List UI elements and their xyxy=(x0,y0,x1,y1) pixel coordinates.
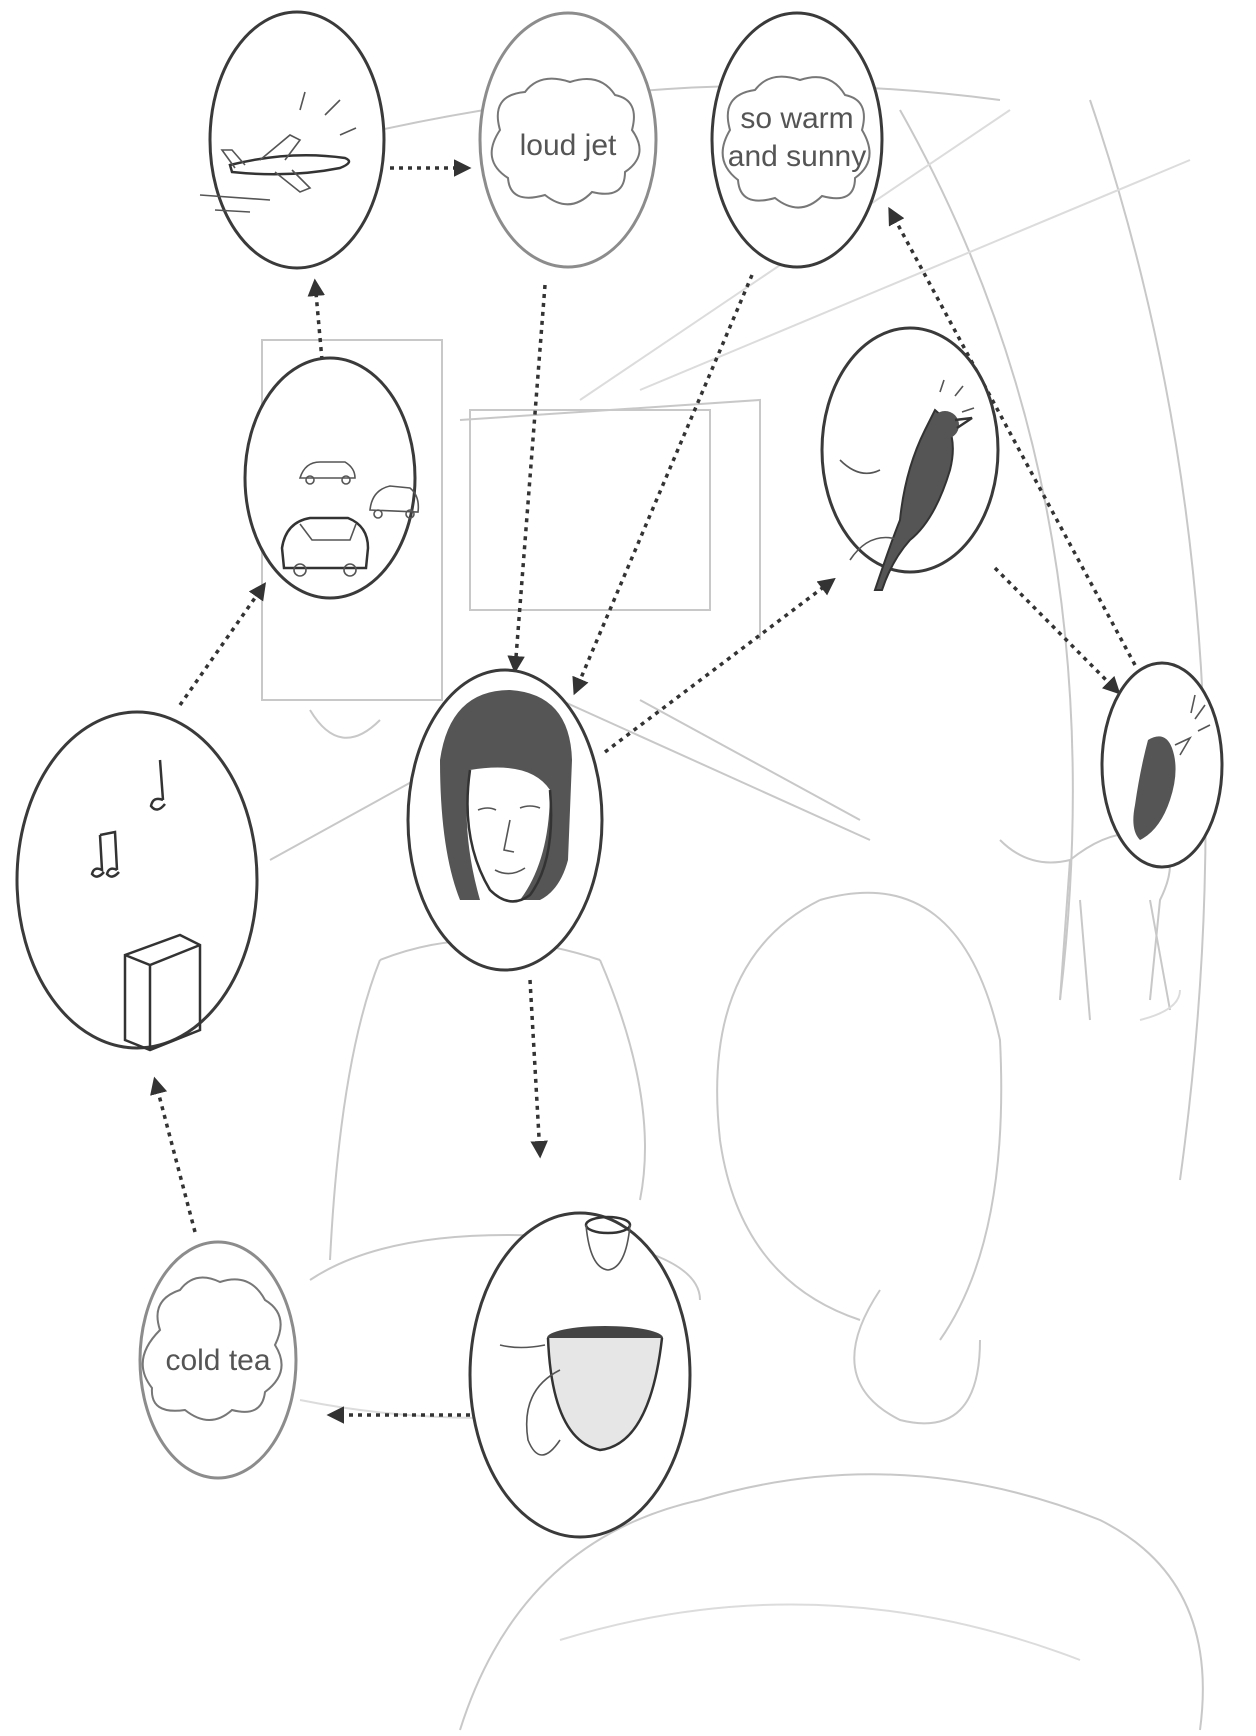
barking-dog-bubble xyxy=(1102,663,1222,867)
bird-bubble xyxy=(822,328,998,590)
loud-jet-thought: loud jet xyxy=(480,13,656,267)
cold-tea-thought: cold tea xyxy=(140,1242,296,1478)
airplane-bubble xyxy=(200,12,384,268)
warm-label-line2: and sunny xyxy=(728,140,866,173)
warm-label-line1: so warm xyxy=(740,102,853,135)
warm-sunny-thought: so warm and sunny xyxy=(712,13,882,267)
cold-tea-label: cold tea xyxy=(165,1344,270,1377)
woman-face-bubble xyxy=(408,670,602,970)
background-sketch xyxy=(262,85,1206,1730)
loud-jet-label: loud jet xyxy=(520,129,617,162)
music-box-bubble xyxy=(17,712,257,1050)
cars-bubble xyxy=(245,358,418,598)
tea-cup-bubble xyxy=(470,1213,690,1537)
